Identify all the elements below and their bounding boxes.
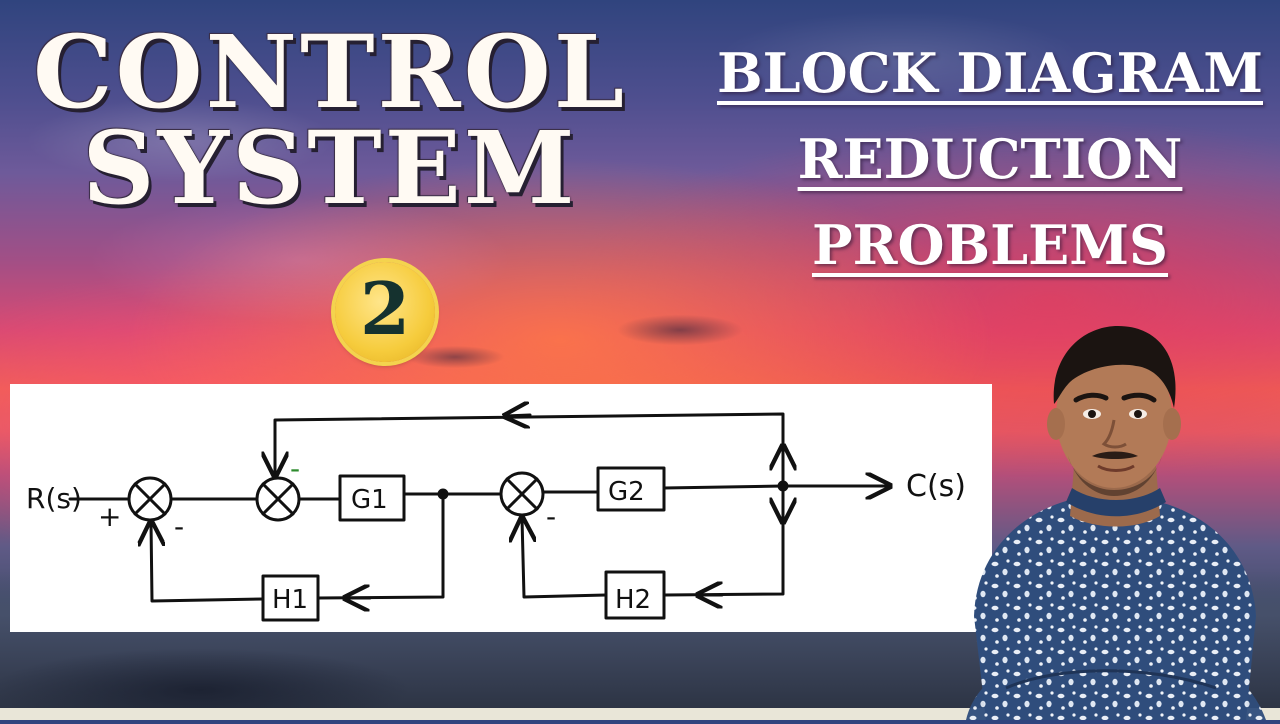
- sign-sum3-feedback: -: [546, 500, 556, 533]
- block-diagram: R(s) C(s) G1 G2 H1 H2 + - - -: [26, 384, 966, 622]
- block-g2-label: G2: [608, 477, 645, 507]
- block-g1: [338, 474, 406, 522]
- wire-h2-loop: [663, 484, 785, 597]
- subtitle-line-1: BLOCK DIAGRAM: [716, 41, 1263, 105]
- episode-number: 2: [359, 266, 411, 351]
- block-h2-label: H2: [615, 585, 651, 615]
- episode-number-badge: 2: [335, 262, 435, 362]
- presenter-illustration: [966, 326, 1266, 720]
- title-line-1: CONTROL: [32, 13, 628, 131]
- wire-g2-node: [662, 484, 785, 490]
- input-label: R(s): [26, 482, 82, 515]
- sign-sum1-input: +: [98, 500, 121, 533]
- wire-h1-to-sum1: [151, 522, 265, 603]
- sign-sum2-feedback: -: [290, 452, 300, 485]
- wire-h2-to-sum3: [522, 518, 608, 599]
- block-diagram-panel: R(s) C(s) G1 G2 H1 H2 + - - -: [10, 384, 992, 632]
- block-g1-label: G1: [351, 485, 388, 515]
- bottom-strip: [0, 708, 1280, 720]
- sign-sum1-feedback: -: [174, 510, 184, 543]
- presenter-photo: [946, 316, 1280, 720]
- block-h1-label: H1: [272, 585, 308, 615]
- title-line-2: SYSTEM: [82, 109, 578, 227]
- subtitle-line-2: REDUCTION: [797, 127, 1183, 191]
- output-label: C(s): [906, 469, 966, 504]
- subtitle-line-3: PROBLEMS: [811, 213, 1169, 277]
